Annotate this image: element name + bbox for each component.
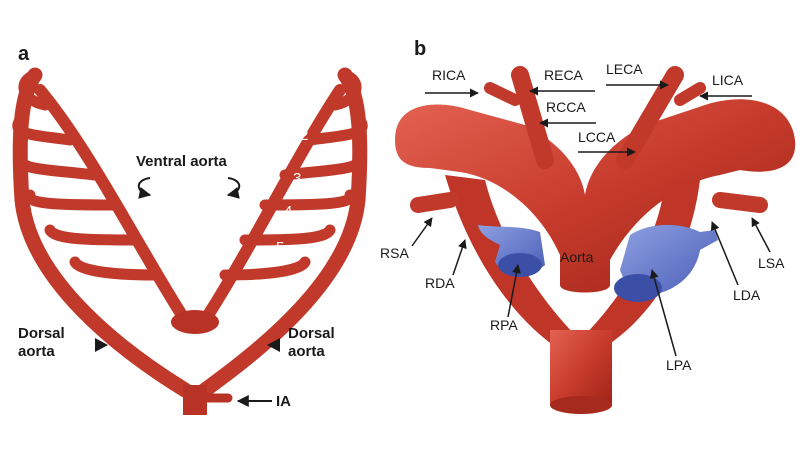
rda-arrow: [452, 239, 467, 276]
rda-label: RDA: [425, 275, 455, 291]
right-arch-3: [279, 152, 365, 181]
ventral-aorta-arrow-left: [137, 177, 152, 199]
rsa-label: RSA: [380, 245, 409, 261]
lda-arrow: [710, 221, 739, 286]
right-arch-2: [304, 114, 368, 146]
right-internal-carotid: [484, 82, 521, 106]
lcca-label: LCCA: [578, 129, 616, 145]
right-arch-1: [329, 69, 362, 111]
lpa-opening: [614, 274, 662, 302]
leca-label: LECA: [606, 61, 643, 77]
rpa-label: RPA: [490, 317, 518, 333]
arch-number-6: 6: [259, 278, 267, 295]
right-arch-5: [239, 224, 336, 246]
rica-label: RICA: [432, 67, 466, 83]
lica-label: LICA: [712, 72, 744, 88]
rpa-opening: [498, 253, 542, 277]
right-common-carotid: [511, 66, 554, 169]
right-arch-6: [219, 256, 311, 281]
aortic-arch-body: [395, 99, 796, 293]
lpa-label: LPA: [666, 357, 692, 373]
dorsal-aorta-left-line1: Dorsal: [18, 325, 65, 342]
aortic-sac: [171, 310, 219, 334]
rpa-arrow: [507, 264, 521, 318]
lda-label: LDA: [733, 287, 761, 303]
ventral-aorta-label: Ventral aorta: [136, 153, 228, 170]
left-arch-2: [12, 114, 76, 146]
arch-number-3: 3: [293, 170, 301, 187]
right-subclavian: [410, 192, 458, 213]
dorsal-aorta-left-line2: aorta: [18, 343, 55, 360]
rsa-arrow: [411, 217, 433, 247]
pharyngeal-arches: [12, 67, 368, 398]
arterial-tree: [395, 66, 796, 414]
lpa-arrow: [649, 269, 677, 357]
dorsal-aorta-left-arrowhead: [95, 338, 108, 352]
left-arch-4: [24, 189, 121, 211]
left-subclavian: [712, 192, 768, 213]
right-dorsal-aorta: [197, 67, 368, 398]
arch-number-5: 5: [276, 239, 284, 256]
reca-label: RECA: [544, 67, 584, 83]
dorsal-aorta-right-line2: aorta: [288, 343, 325, 360]
panel-a-letter: a: [18, 43, 30, 65]
left-arch-6: [69, 256, 161, 281]
left-arch-5: [44, 224, 141, 246]
panel-b: b Aorta RICA: [380, 38, 796, 414]
aorta-label: Aorta: [560, 249, 594, 265]
left-dorsal-aorta: [12, 67, 193, 398]
arch-number-1: 1: [308, 89, 316, 106]
left-arch-1: [18, 69, 51, 111]
panel-a: a 1 2 3 4 5: [12, 43, 368, 415]
left-internal-carotid: [674, 82, 706, 106]
ventral-aorta-arrow-right: [226, 177, 241, 199]
ia-label: IA: [276, 393, 291, 410]
lsa-arrow: [751, 217, 771, 253]
dorsal-aorta-right-line1: Dorsal: [288, 325, 335, 342]
pulmonary-arteries: [478, 224, 718, 302]
lsa-label: LSA: [758, 255, 785, 271]
arch-number-4: 4: [284, 203, 292, 220]
fused-dorsal-aorta: [183, 385, 207, 415]
left-arch-3: [15, 152, 101, 181]
right-arch-4: [259, 189, 356, 211]
rcca-label: RCCA: [546, 99, 586, 115]
arch-number-2: 2: [300, 127, 308, 144]
descending-aorta-end: [550, 396, 612, 414]
dorsal-aorta-right-arrowhead: [267, 338, 280, 352]
panel-b-letter: b: [414, 38, 426, 60]
descending-aorta: [550, 330, 612, 413]
